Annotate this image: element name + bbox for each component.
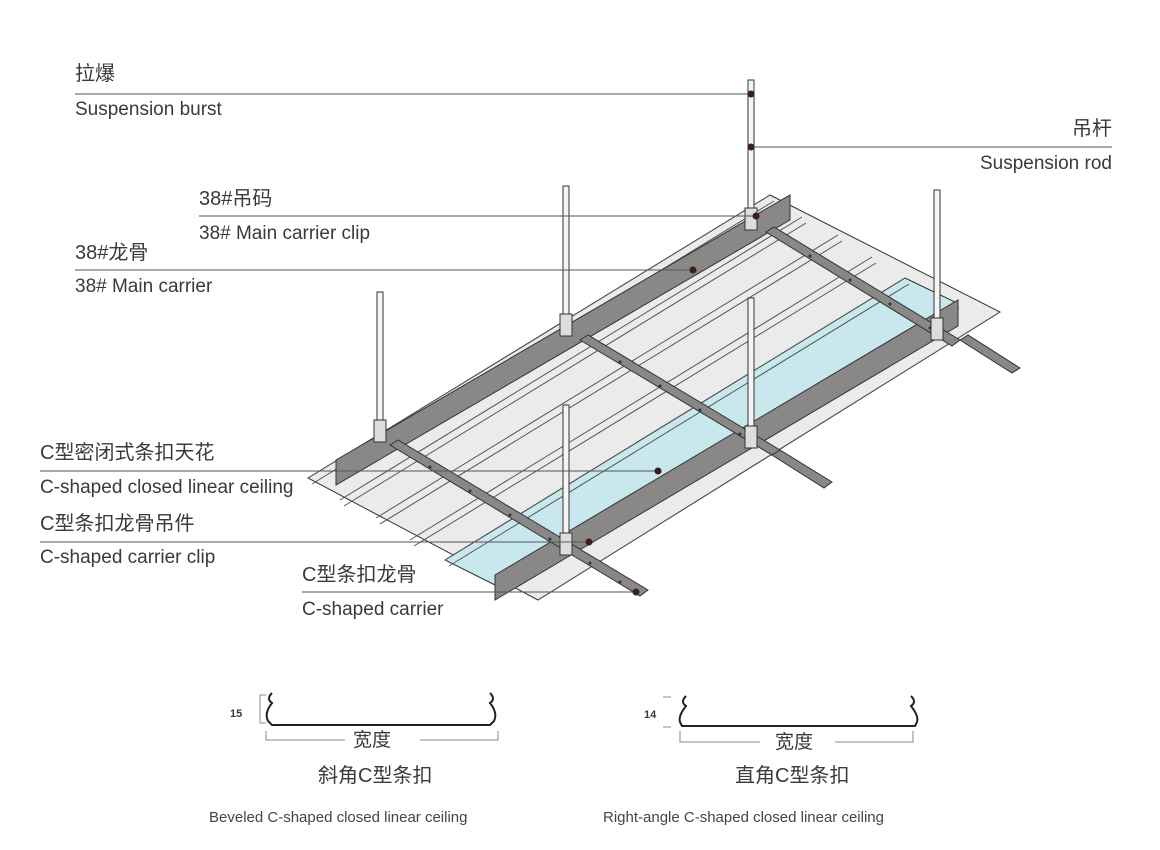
rod-4 [930,189,944,341]
rod-5 [744,297,758,449]
profile-right-angle-zh: 直角C型条扣 [735,765,850,787]
profile-right-angle-dims [663,696,914,743]
leader-lines [40,93,1112,593]
main-carrier-back [335,194,791,486]
callout-carrier-clip-zh: C型条扣龙骨吊件 [40,513,195,535]
profile-beveled-height: 15 [230,708,243,720]
callout-carrier-clip-en: C-shaped carrier clip [40,547,216,568]
c-carriers [389,226,1021,597]
callout-main-carrier-zh: 38#龙骨 [75,242,149,264]
rod-2 [559,185,573,337]
profile-right-angle [678,695,919,727]
callout-main-carrier-clip-en: 38# Main carrier clip [199,223,371,244]
profile-right-angle-width: 宽度 [775,732,814,753]
profile-beveled [265,692,497,726]
rod-3 [744,79,758,231]
leader-dots [585,90,760,596]
c-carrier-5 [771,449,833,489]
main-carriers [335,194,959,601]
profile-right-angle-en: Right-angle C-shaped closed linear ceili… [603,809,884,826]
callout-linear-ceiling-zh: C型密闭式条扣天花 [40,442,215,464]
callout-c-carrier-zh: C型条扣龙骨 [302,564,417,586]
profile-beveled-width: 宽度 [353,730,392,751]
rod-6 [559,404,573,556]
c-carrier-4 [959,334,1021,374]
c-carrier-1 [389,439,649,597]
callout-suspension-rod-en: Suspension rod [979,153,1112,174]
callout-suspension-burst-en: Suspension burst [75,99,222,120]
callout-c-carrier-en: C-shaped carrier [302,599,444,620]
carrier-holes [428,254,932,584]
ceiling-panels [306,194,1002,601]
profile-beveled-dims [259,694,499,741]
profile-beveled-zh: 斜角C型条扣 [318,765,433,787]
callout-suspension-burst-zh: 拉爆 [75,63,115,85]
callout-suspension-rod-zh: 吊杆 [1072,118,1112,140]
callout-linear-ceiling-en: C-shaped closed linear ceiling [40,477,294,498]
profile-right-angle-height: 14 [644,709,657,721]
rod-1 [373,291,387,443]
profile-beveled-en: Beveled C-shaped closed linear ceiling [209,809,468,826]
callout-main-carrier-clip-zh: 38#吊码 [199,188,273,210]
callout-main-carrier-en: 38# Main carrier [75,276,213,297]
